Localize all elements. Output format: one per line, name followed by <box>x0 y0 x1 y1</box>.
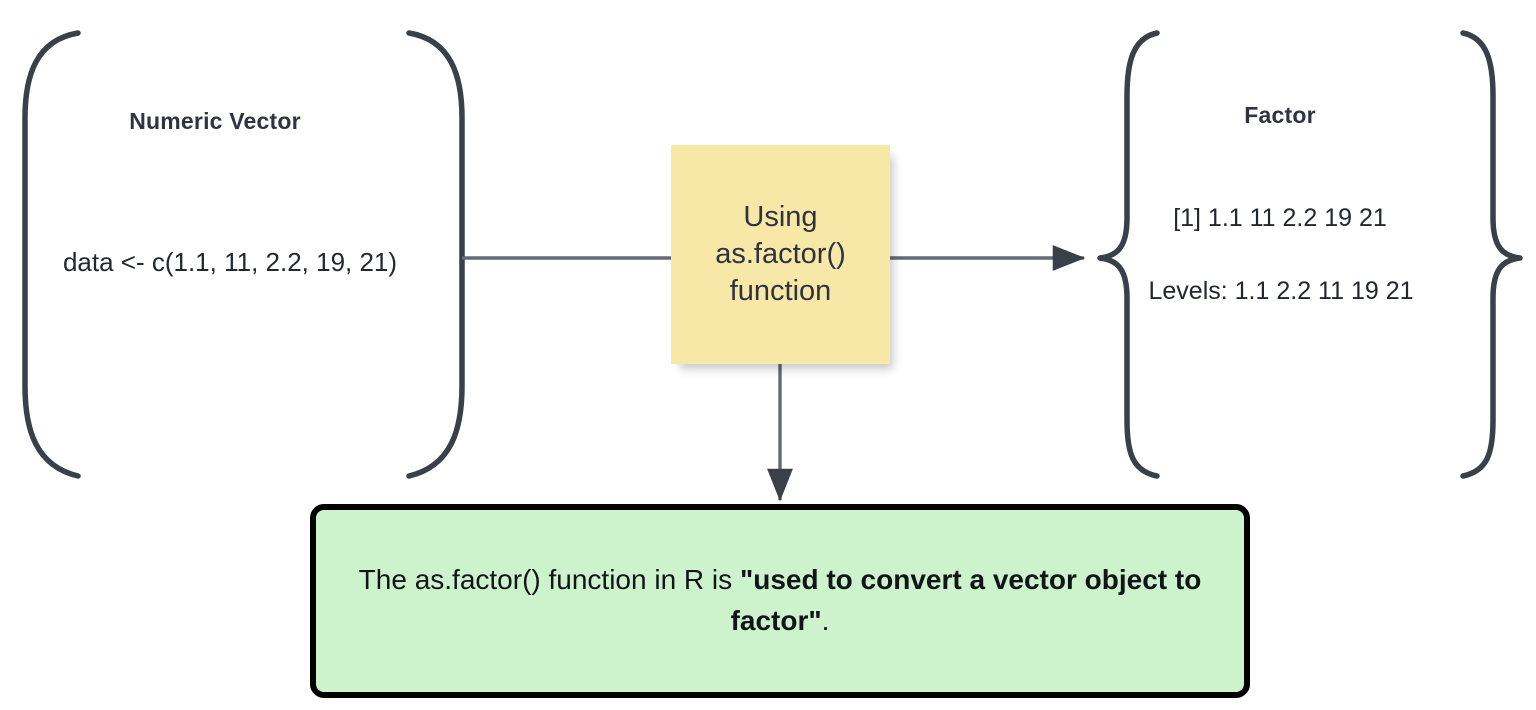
sticky-note-line-2: as.factor() <box>715 237 846 270</box>
curly-brace-open-icon <box>1097 30 1160 479</box>
factor-heading: Factor <box>1244 102 1316 128</box>
sticky-note-line-1: Using <box>743 200 818 233</box>
conclusion-text: The as.factor() function in R is "used t… <box>340 560 1220 641</box>
conclusion-emphasis: "used to convert a vector object to fact… <box>730 564 1202 636</box>
sticky-note-as-factor[interactable]: Using as.factor() function <box>671 145 890 364</box>
numeric-vector-heading: Numeric Vector <box>129 108 301 134</box>
sticky-note-text: Using as.factor() function <box>715 199 846 310</box>
conclusion-suffix: . <box>821 605 830 636</box>
curly-brace-close-icon <box>1460 30 1523 479</box>
conclusion-callout-box: The as.factor() function in R is "used t… <box>310 504 1250 698</box>
numeric-vector-code: data <- c(1.1, 11, 2.2, 19, 21) <box>62 247 398 277</box>
factor-values: [1] 1.1 11 2.2 19 21 <box>1173 204 1387 232</box>
conclusion-prefix: The as.factor() function in R is <box>358 564 740 596</box>
sticky-note-line-3: function <box>729 275 832 308</box>
factor-levels: Levels: 1.1 2.2 11 19 21 <box>1148 277 1414 305</box>
